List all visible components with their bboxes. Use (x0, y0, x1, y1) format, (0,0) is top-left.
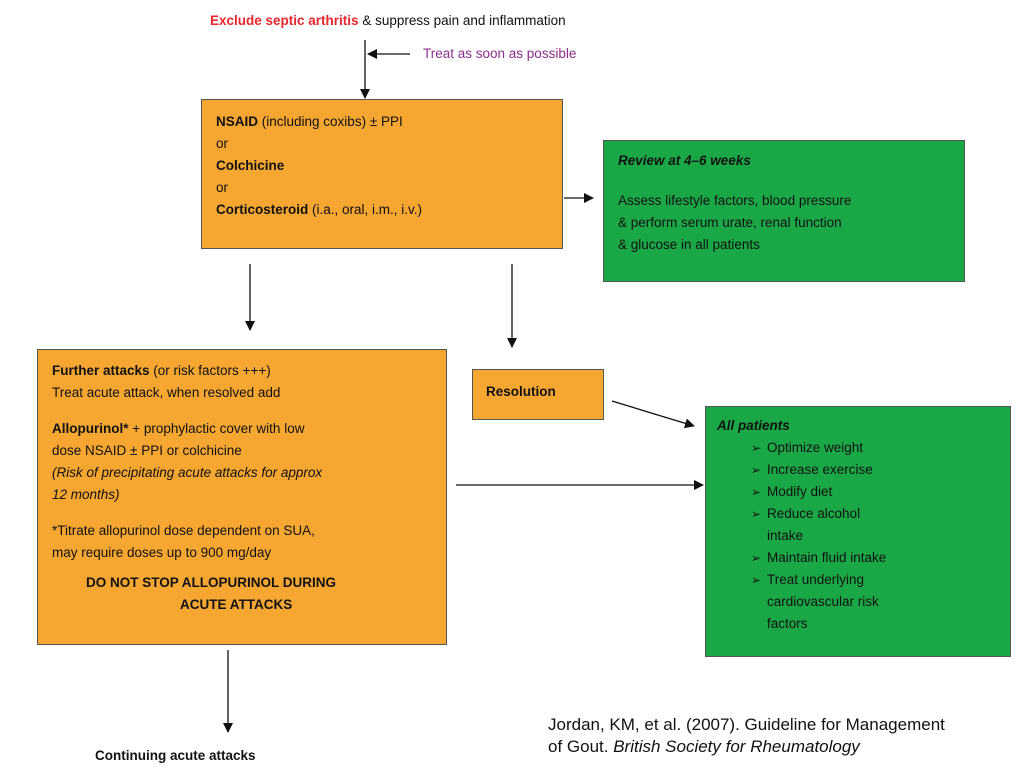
risk-text-2: 12 months) (52, 487, 120, 502)
all-patients-title: All patients (717, 418, 790, 433)
citation: Jordan, KM, et al. (2007). Guideline for… (548, 714, 945, 758)
allopurinol-label: Allopurinol* (52, 421, 129, 436)
resolution-box: Resolution (472, 369, 604, 420)
nsaid-label: NSAID (216, 114, 259, 129)
list-item: Increase exercise (751, 459, 901, 481)
risk-text-1: (Risk of precipitating acute attacks for… (52, 465, 323, 480)
lifestyle-list: Optimize weight Increase exercise Modify… (751, 437, 901, 635)
treat-acute-text: Treat acute attack, when resolved add (52, 385, 281, 400)
warning-text-1: DO NOT STOP ALLOPURINOL DURING (86, 575, 337, 590)
corticosteroid-detail: (i.a., oral, i.m., i.v.) (308, 202, 423, 217)
allopurinol-detail: + prophylactic cover with low (128, 421, 305, 436)
list-item: Treat underlying cardiovascular risk fac… (751, 569, 907, 635)
titrate-text-2: may require doses up to 900 mg/day (52, 545, 272, 560)
nsaid-detail: (including coxibs) ± PPI (258, 114, 403, 129)
or-text-2: or (216, 180, 229, 195)
further-attacks-label: Further attacks (52, 363, 150, 378)
titrate-text-1: *Titrate allopurinol dose dependent on S… (52, 523, 315, 538)
corticosteroid-label: Corticosteroid (216, 202, 309, 217)
review-title: Review at 4–6 weeks (618, 153, 751, 168)
list-item: Modify diet (751, 481, 901, 503)
further-attacks-detail: (or risk factors +++) (149, 363, 271, 378)
list-item: Reduce alcohol intake (751, 503, 877, 547)
review-line-3: & glucose in all patients (618, 237, 760, 252)
low-dose-text: dose NSAID ± PPI or colchicine (52, 443, 242, 458)
continuing-acute-attacks: Continuing acute attacks (95, 748, 256, 763)
citation-line-2: of Gout. (548, 737, 614, 756)
suppress-pain-text: & suppress pain and inflammation (358, 13, 566, 28)
citation-journal: British Society for Rheumatology (613, 737, 860, 756)
list-item: Maintain fluid intake (751, 547, 901, 569)
review-line-1: Assess lifestyle factors, blood pressure (618, 193, 852, 208)
arrow-resolution-to-all (611, 400, 695, 429)
or-text-1: or (216, 136, 229, 151)
treat-note: Treat as soon as possible (423, 46, 577, 61)
list-item: Optimize weight (751, 437, 901, 459)
all-patients-box: All patients Optimize weight Increase ex… (705, 406, 1011, 657)
citation-line-1: Jordan, KM, et al. (2007). Guideline for… (548, 715, 945, 734)
first-line-treatment-box: NSAID (including coxibs) ± PPI or Colchi… (201, 99, 563, 249)
colchicine-label: Colchicine (216, 158, 285, 173)
exclude-septic-text: Exclude septic arthritis (210, 13, 359, 28)
review-line-2: & perform serum urate, renal function (618, 215, 842, 230)
top-instruction: Exclude septic arthritis & suppress pain… (210, 10, 566, 32)
further-attacks-box: Further attacks (or risk factors +++) Tr… (37, 349, 447, 645)
review-box: Review at 4–6 weeks Assess lifestyle fac… (603, 140, 965, 282)
warning-text-2: ACUTE ATTACKS (180, 597, 293, 612)
